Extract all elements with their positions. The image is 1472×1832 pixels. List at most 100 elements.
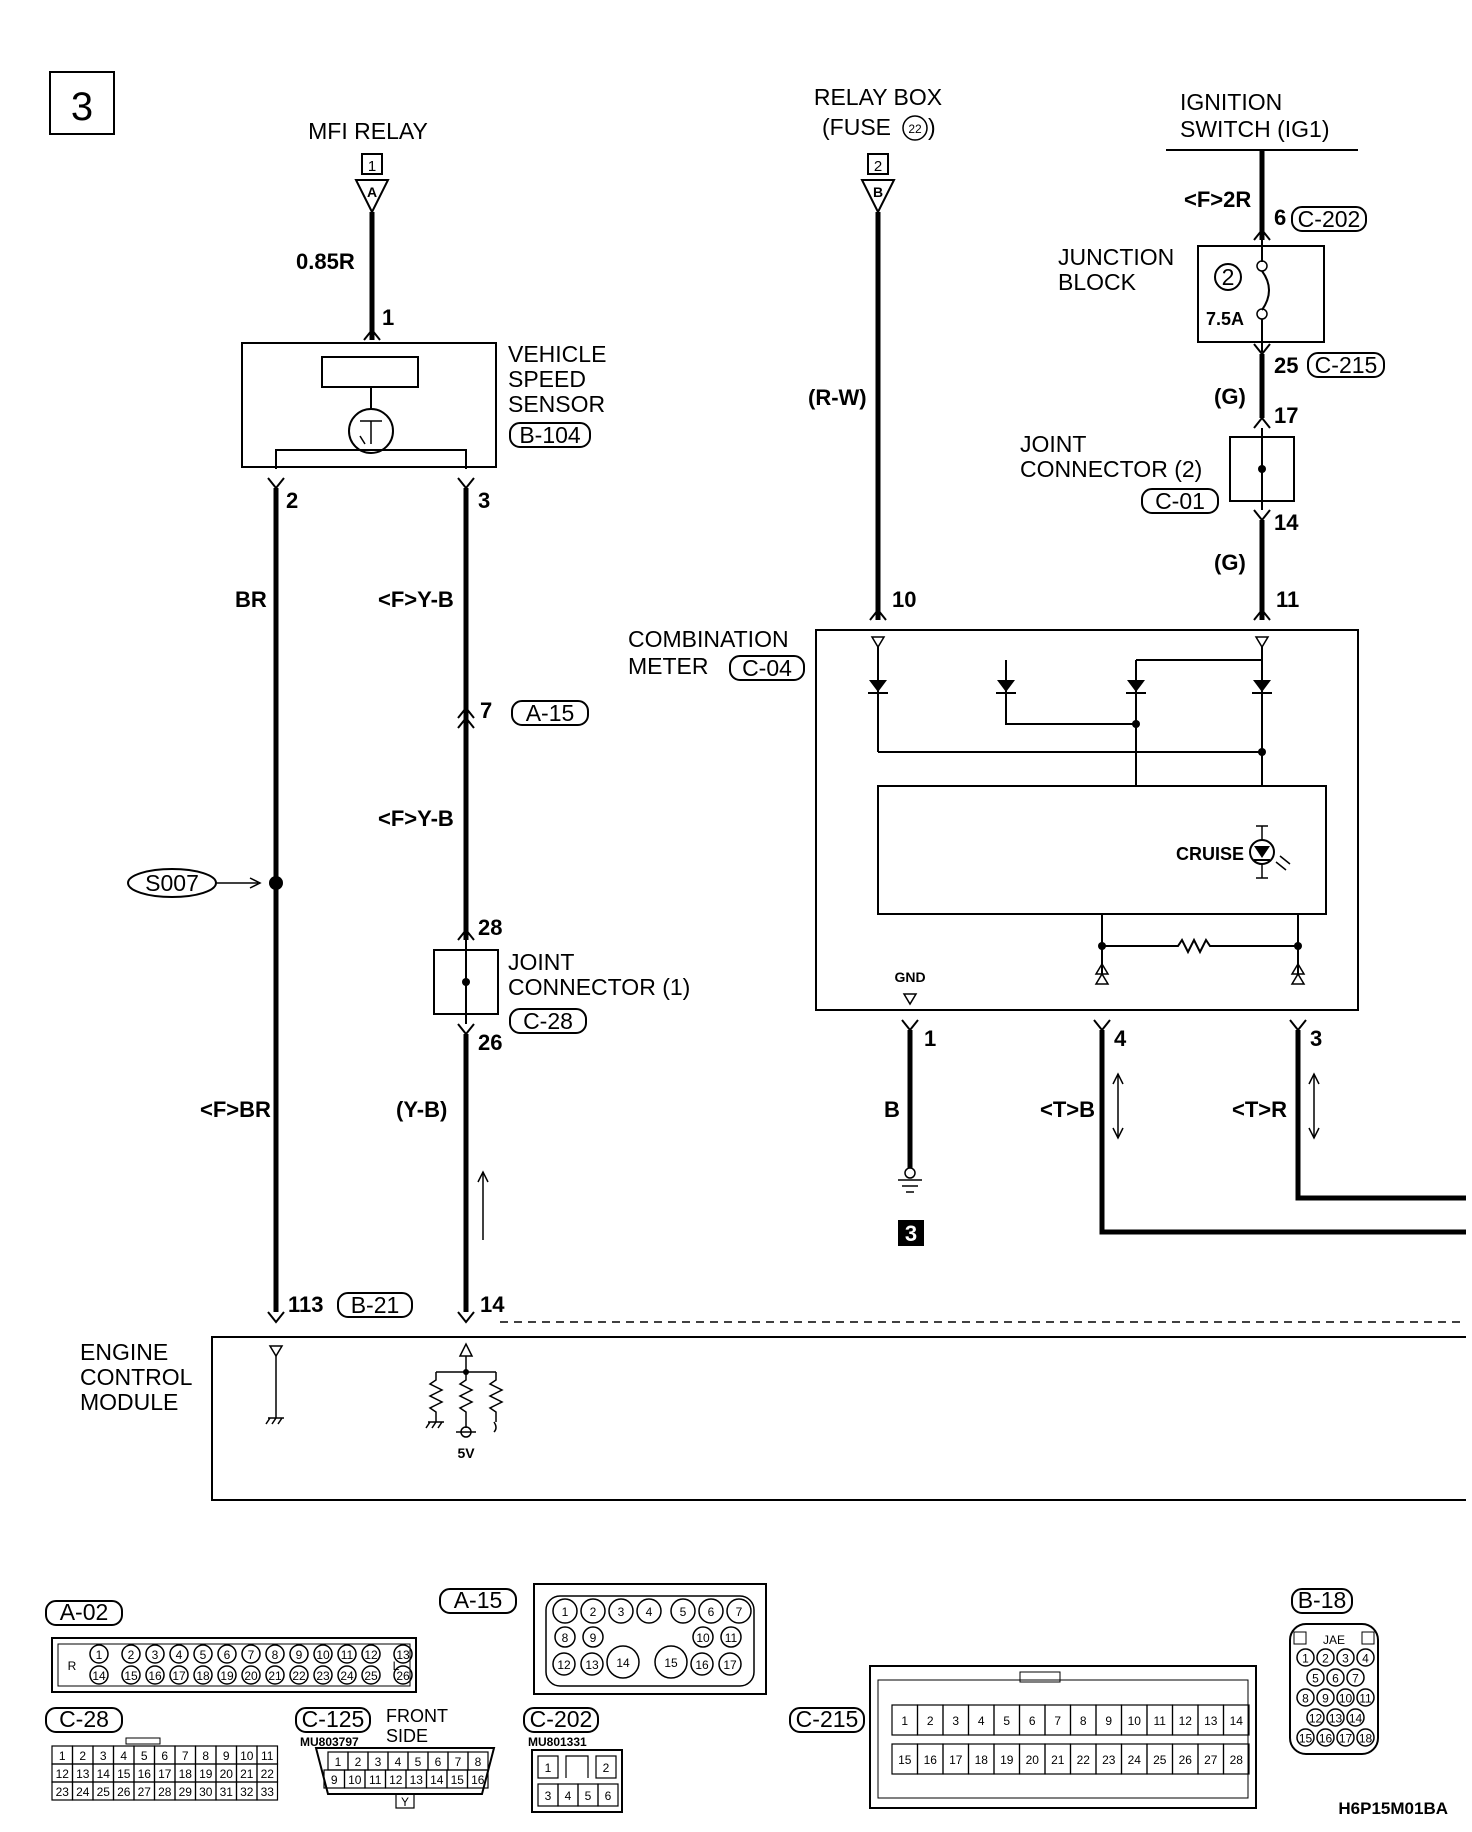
- b18-3-cavity: [1336, 1648, 1355, 1667]
- a02-20-cavity: [241, 1665, 261, 1685]
- a15-8-cavity: [554, 1626, 576, 1648]
- a15-6-cavity: [698, 1598, 724, 1624]
- c215-14-pin: 14: [1230, 1714, 1244, 1728]
- relay-box-ref-letter: B: [873, 184, 883, 200]
- a02-17-cavity: [169, 1665, 189, 1685]
- c215-21-pin: 21: [1051, 1753, 1065, 1767]
- b18-9-cavity: [1316, 1688, 1335, 1707]
- meter-pin-11: 11: [1276, 587, 1299, 612]
- a02-24-pin: 24: [340, 1669, 354, 1683]
- c28-1-pin: 1: [59, 1749, 66, 1763]
- connector-c28-badge: [45, 1707, 123, 1733]
- jc1-label-1: JOINT: [508, 949, 574, 975]
- mfi-relay-ref-num: 1: [368, 158, 376, 175]
- wire-label-tb: <T>B: [1040, 1097, 1095, 1122]
- a15-2-cavity: [580, 1598, 606, 1624]
- b18-4-cavity: [1356, 1648, 1375, 1667]
- a02-13-cavity: [393, 1644, 413, 1664]
- a02-3-pin: 3: [152, 1648, 159, 1662]
- a02-12-pin: 12: [364, 1648, 378, 1662]
- b18-6-pin: 6: [1332, 1672, 1339, 1686]
- b18-14-cavity: [1346, 1708, 1365, 1727]
- c28-4-pin: 4: [120, 1749, 127, 1763]
- a02-14-pin: 14: [92, 1669, 106, 1683]
- c215-25-pin: 25: [1153, 1753, 1167, 1767]
- connector-b18-badge: [1291, 1588, 1353, 1614]
- a02-15-cavity: [121, 1665, 141, 1685]
- splice-s007: S007: [145, 870, 199, 896]
- a15-1-pin: 1: [562, 1605, 569, 1619]
- c215-28-pin: 28: [1230, 1753, 1244, 1767]
- a02-21-cavity: [265, 1665, 285, 1685]
- b18-5-cavity: [1306, 1668, 1325, 1687]
- a15-8-pin: 8: [562, 1631, 569, 1645]
- a02-2-pin: 2: [128, 1648, 135, 1662]
- b18-18-pin: 18: [1359, 1732, 1373, 1746]
- splice-s007-dot: [269, 876, 283, 890]
- c215-pin-25: 25: [1274, 353, 1298, 378]
- junction-block-connector: C-215: [1315, 352, 1378, 378]
- c28-16-pin: 16: [138, 1767, 152, 1781]
- connector-c215-label: C-215: [796, 1706, 859, 1732]
- c28-12-pin: 12: [56, 1767, 70, 1781]
- jc1-pin-28: 28: [478, 915, 502, 940]
- a15-6-pin: 6: [708, 1605, 715, 1619]
- meter-pin-3: 3: [1310, 1026, 1322, 1051]
- connector-b18-jae: JAE: [1323, 1633, 1345, 1647]
- diode-2: [997, 680, 1015, 692]
- a02-23-pin: 23: [316, 1669, 330, 1683]
- c125-16-pin: 16: [471, 1773, 485, 1787]
- c215-16-pin: 16: [924, 1753, 938, 1767]
- vss-label-2: SPEED: [508, 366, 586, 392]
- c202-5-pin: 5: [585, 1789, 592, 1803]
- diode-4: [1253, 680, 1271, 692]
- c215-14-cavity: [1222, 1704, 1250, 1736]
- wire-label-fbr: <F>BR: [200, 1097, 271, 1122]
- c202-2-pin: 2: [603, 1761, 610, 1775]
- b18-15-cavity: [1296, 1728, 1315, 1747]
- b18-15-pin: 15: [1299, 1732, 1313, 1746]
- ecm-pin-113: 113: [288, 1292, 324, 1317]
- c125-1-pin: 1: [335, 1755, 342, 1769]
- wire-t-r: [1295, 1030, 1466, 1201]
- connector-a02-r: R: [68, 1659, 77, 1673]
- relay-box-fuse-num: 22: [908, 122, 922, 136]
- c125-2-pin: 2: [355, 1755, 362, 1769]
- wire-label-g-upper: (G): [1214, 384, 1246, 409]
- a15-2-pin: 2: [590, 1605, 597, 1619]
- c28-30-pin: 30: [199, 1785, 213, 1799]
- a02-21-pin: 21: [268, 1669, 282, 1683]
- meter-gnd-label: GND: [894, 969, 925, 985]
- a02-7-pin: 7: [248, 1648, 255, 1662]
- a02-20-pin: 20: [244, 1669, 258, 1683]
- a15-13-pin: 13: [585, 1658, 599, 1672]
- c215-4-pin: 4: [978, 1714, 985, 1728]
- c28-26-pin: 26: [117, 1785, 131, 1799]
- connector-a02-body: [51, 1637, 417, 1693]
- c28-10-pin: 10: [240, 1749, 254, 1763]
- c215-3-pin: 3: [952, 1714, 959, 1728]
- a02-26-pin: 26: [396, 1669, 410, 1683]
- a02-4-pin: 4: [176, 1648, 183, 1662]
- a02-18-cavity: [193, 1665, 213, 1685]
- b18-10-pin: 10: [1339, 1692, 1353, 1706]
- meter-label-1: COMBINATION: [628, 626, 789, 652]
- b18-2-pin: 2: [1322, 1652, 1329, 1666]
- a02-9-cavity: [289, 1644, 309, 1664]
- connector-a02-badge: [45, 1600, 123, 1626]
- a15-7-cavity: [726, 1598, 752, 1624]
- c125-13-pin: 13: [410, 1773, 424, 1787]
- a02-11-pin: 11: [341, 1648, 354, 1662]
- a15-13-cavity: [580, 1652, 604, 1676]
- c125-11-pin: 11: [369, 1773, 382, 1787]
- c215-18-pin: 18: [975, 1753, 989, 1767]
- c202-6-pin: 6: [605, 1789, 612, 1803]
- c28-18-pin: 18: [179, 1767, 193, 1781]
- junction-block-fuse-rating: 7.5A: [1206, 309, 1244, 329]
- c28-8-pin: 8: [202, 1749, 209, 1763]
- c125-14-pin: 14: [430, 1773, 444, 1787]
- a15-connector: A-15: [526, 700, 575, 726]
- a02-6-cavity: [217, 1644, 237, 1664]
- b18-18-cavity: [1356, 1728, 1375, 1747]
- a15-12-pin: 12: [557, 1658, 571, 1672]
